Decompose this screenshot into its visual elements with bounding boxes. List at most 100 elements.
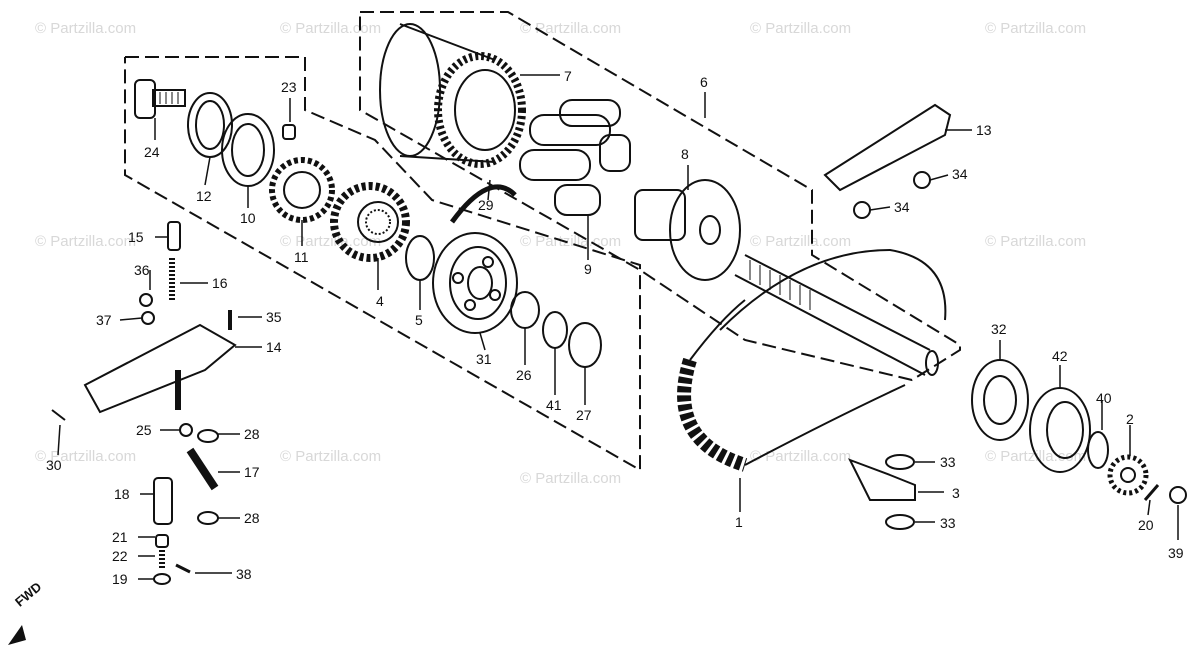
watermark: © Partzilla.com <box>280 20 382 37</box>
clutch-outer-7 <box>379 23 526 168</box>
circlip-40 <box>1087 431 1109 469</box>
washer-12 <box>187 92 233 158</box>
watermark: © Partzilla.com <box>35 20 137 37</box>
callout-34a: 34 <box>952 166 968 182</box>
callout-15: 15 <box>128 229 144 245</box>
nut-39 <box>1169 486 1187 504</box>
o-ring-33 <box>885 454 915 470</box>
washer-28 <box>197 511 219 525</box>
callout-23: 23 <box>281 79 297 95</box>
callout-22: 22 <box>112 548 128 564</box>
callout-11: 11 <box>294 249 309 265</box>
callout-27: 27 <box>576 407 592 423</box>
watermark: © Partzilla.com <box>750 233 852 250</box>
pin-23 <box>282 124 296 140</box>
callout-13: 13 <box>976 122 992 138</box>
callout-33b: 33 <box>940 515 956 531</box>
fwd-arrow-icon <box>8 625 26 645</box>
callout-40: 40 <box>1096 390 1112 406</box>
callout-21: 21 <box>112 529 128 545</box>
nut-36 <box>139 293 153 307</box>
callout-18: 18 <box>114 486 130 502</box>
leader-lines <box>57 74 1179 580</box>
sprocket-2 <box>1107 454 1149 496</box>
callout-17: 17 <box>244 464 260 480</box>
callout-3: 3 <box>952 485 960 501</box>
callout-33a: 33 <box>940 454 956 470</box>
watermark: © Partzilla.com <box>985 448 1087 465</box>
callout-29: 29 <box>478 197 494 213</box>
bolt-34 <box>853 201 871 219</box>
callout-36: 36 <box>134 262 150 278</box>
callout-5: 5 <box>415 312 423 328</box>
callout-25: 25 <box>136 422 152 438</box>
adjuster-17 <box>186 447 219 491</box>
callout-7: 7 <box>564 68 572 84</box>
washer-26 <box>510 291 540 329</box>
callout-10: 10 <box>240 210 256 226</box>
callout-2: 2 <box>1126 411 1134 427</box>
watermark: © Partzilla.com <box>35 233 137 250</box>
sprocket-11 <box>269 157 335 223</box>
hub-8 <box>634 179 741 281</box>
watermark: © Partzilla.com <box>750 448 852 465</box>
washer-19 <box>153 573 171 585</box>
seal-29 <box>449 184 517 224</box>
bolt-34 <box>913 171 931 189</box>
callout-28b: 28 <box>244 510 260 526</box>
group-outline <box>124 11 961 472</box>
callout-1: 1 <box>735 514 743 530</box>
watermark: © Partzilla.com <box>35 448 137 465</box>
watermark: © Partzilla.com <box>985 20 1087 37</box>
watermark: © Partzilla.com <box>520 470 622 487</box>
callout-4: 4 <box>376 293 384 309</box>
callout-28a: 28 <box>244 426 260 442</box>
bolt-18 <box>153 477 173 525</box>
seal-32 <box>971 359 1029 441</box>
key-20 <box>1143 484 1160 501</box>
callout-35: 35 <box>266 309 282 325</box>
callout-14: 14 <box>266 339 282 355</box>
bearing-42 <box>1029 387 1091 473</box>
o-ring-33 <box>885 514 915 530</box>
watermark: © Partzilla.com <box>750 20 852 37</box>
callout-37: 37 <box>96 312 112 328</box>
washer-25 <box>179 423 193 437</box>
callout-12: 12 <box>196 188 212 204</box>
callout-8: 8 <box>681 146 689 162</box>
callout-34b: 34 <box>894 199 910 215</box>
callout-9: 9 <box>584 261 592 277</box>
guide-3 <box>847 458 916 501</box>
circlip-5 <box>405 235 435 281</box>
chain-1 <box>677 248 947 472</box>
cap-21 <box>155 534 169 548</box>
bearing-31 <box>432 232 518 334</box>
pin-15 <box>167 221 181 251</box>
washer-27 <box>568 322 602 368</box>
callout-38: 38 <box>236 566 252 582</box>
tensioner-arm-14 <box>83 323 237 414</box>
rollers-9 <box>519 99 631 216</box>
pin-38 <box>175 563 191 574</box>
callout-39: 39 <box>1168 545 1184 561</box>
watermark: © Partzilla.com <box>985 233 1087 250</box>
callout-31: 31 <box>476 351 492 367</box>
callout-16: 16 <box>212 275 228 291</box>
shaft-6 <box>734 254 939 376</box>
bolt-24 <box>134 79 186 119</box>
callout-19: 19 <box>112 571 128 587</box>
bracket-13 <box>823 103 952 192</box>
washer-37 <box>141 311 155 325</box>
callout-41: 41 <box>546 397 562 413</box>
callout-26: 26 <box>516 367 532 383</box>
callout-6: 6 <box>700 74 708 90</box>
callout-24: 24 <box>144 144 160 160</box>
watermark: © Partzilla.com <box>280 233 382 250</box>
watermark: © Partzilla.com <box>280 448 382 465</box>
callout-20: 20 <box>1138 517 1154 533</box>
washer-28 <box>197 429 219 443</box>
callout-30: 30 <box>46 457 62 473</box>
callout-42: 42 <box>1052 348 1068 364</box>
